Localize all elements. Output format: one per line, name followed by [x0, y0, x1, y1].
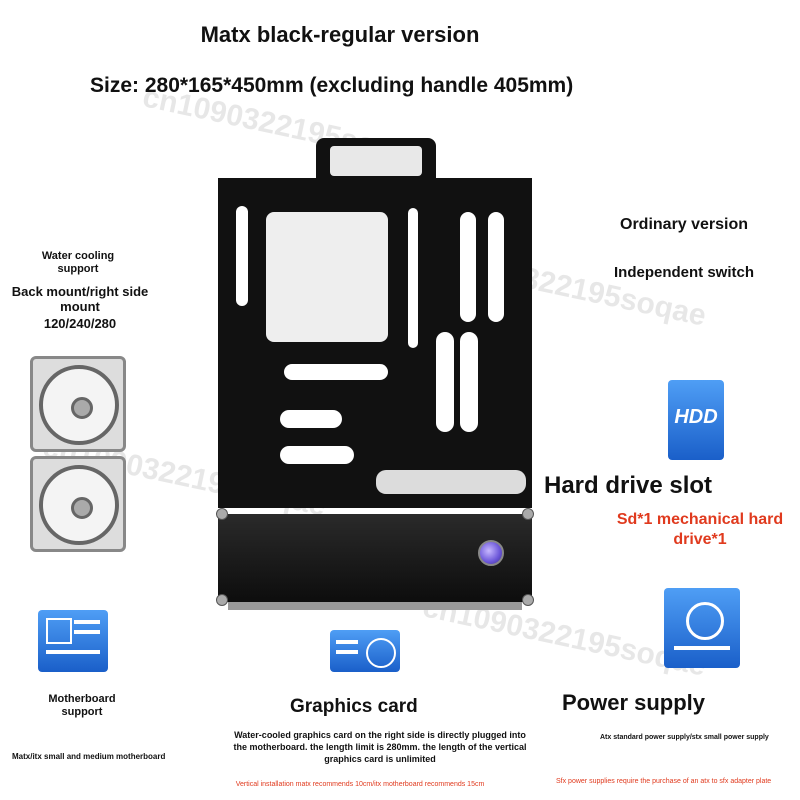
- psu-shroud: [218, 514, 532, 602]
- chassis-frame: [218, 178, 532, 508]
- power-supply-icon: [664, 588, 740, 668]
- power-supply-title: Power supply: [562, 690, 706, 715]
- fan-icon: [30, 356, 126, 452]
- mount-label: Back mount/right side mount: [11, 284, 149, 314]
- handle: [316, 138, 436, 182]
- fan-icon: [30, 456, 126, 552]
- hard-drive-slot-title: Hard drive slot: [544, 472, 713, 499]
- graphics-card-title: Graphics card: [290, 696, 418, 717]
- graphics-card-note: Water-cooled graphics card on the right …: [233, 730, 527, 764]
- power-supply-note: Atx standard power supply/stx small powe…: [600, 734, 769, 741]
- page-title: Matx black-regular version: [200, 22, 480, 47]
- hdd-icon: HDD: [668, 380, 724, 460]
- power-button-icon: [478, 540, 504, 566]
- motherboard-icon: [38, 610, 108, 672]
- water-cooling-label: Water cooling support: [41, 250, 115, 275]
- independent-switch-label: Independent switch: [614, 264, 755, 281]
- graphics-card-warning: Vertical installation matx recommends 10…: [235, 781, 485, 788]
- chassis-image: [216, 138, 534, 612]
- motherboard-support-label: Motherboard support: [48, 693, 116, 718]
- motherboard-note: Matx/itx small and medium motherboard: [12, 752, 166, 761]
- size-spec: Size: 280*165*450mm (excluding handle 40…: [90, 74, 574, 97]
- power-supply-warning: Sfx power supplies require the purchase …: [556, 778, 772, 785]
- hard-drive-note: Sd*1 mechanical hard drive*1: [616, 511, 784, 548]
- radiator-sizes: 120/240/280: [43, 316, 117, 331]
- graphics-card-icon: [330, 630, 400, 672]
- ordinary-version-label: Ordinary version: [620, 216, 749, 233]
